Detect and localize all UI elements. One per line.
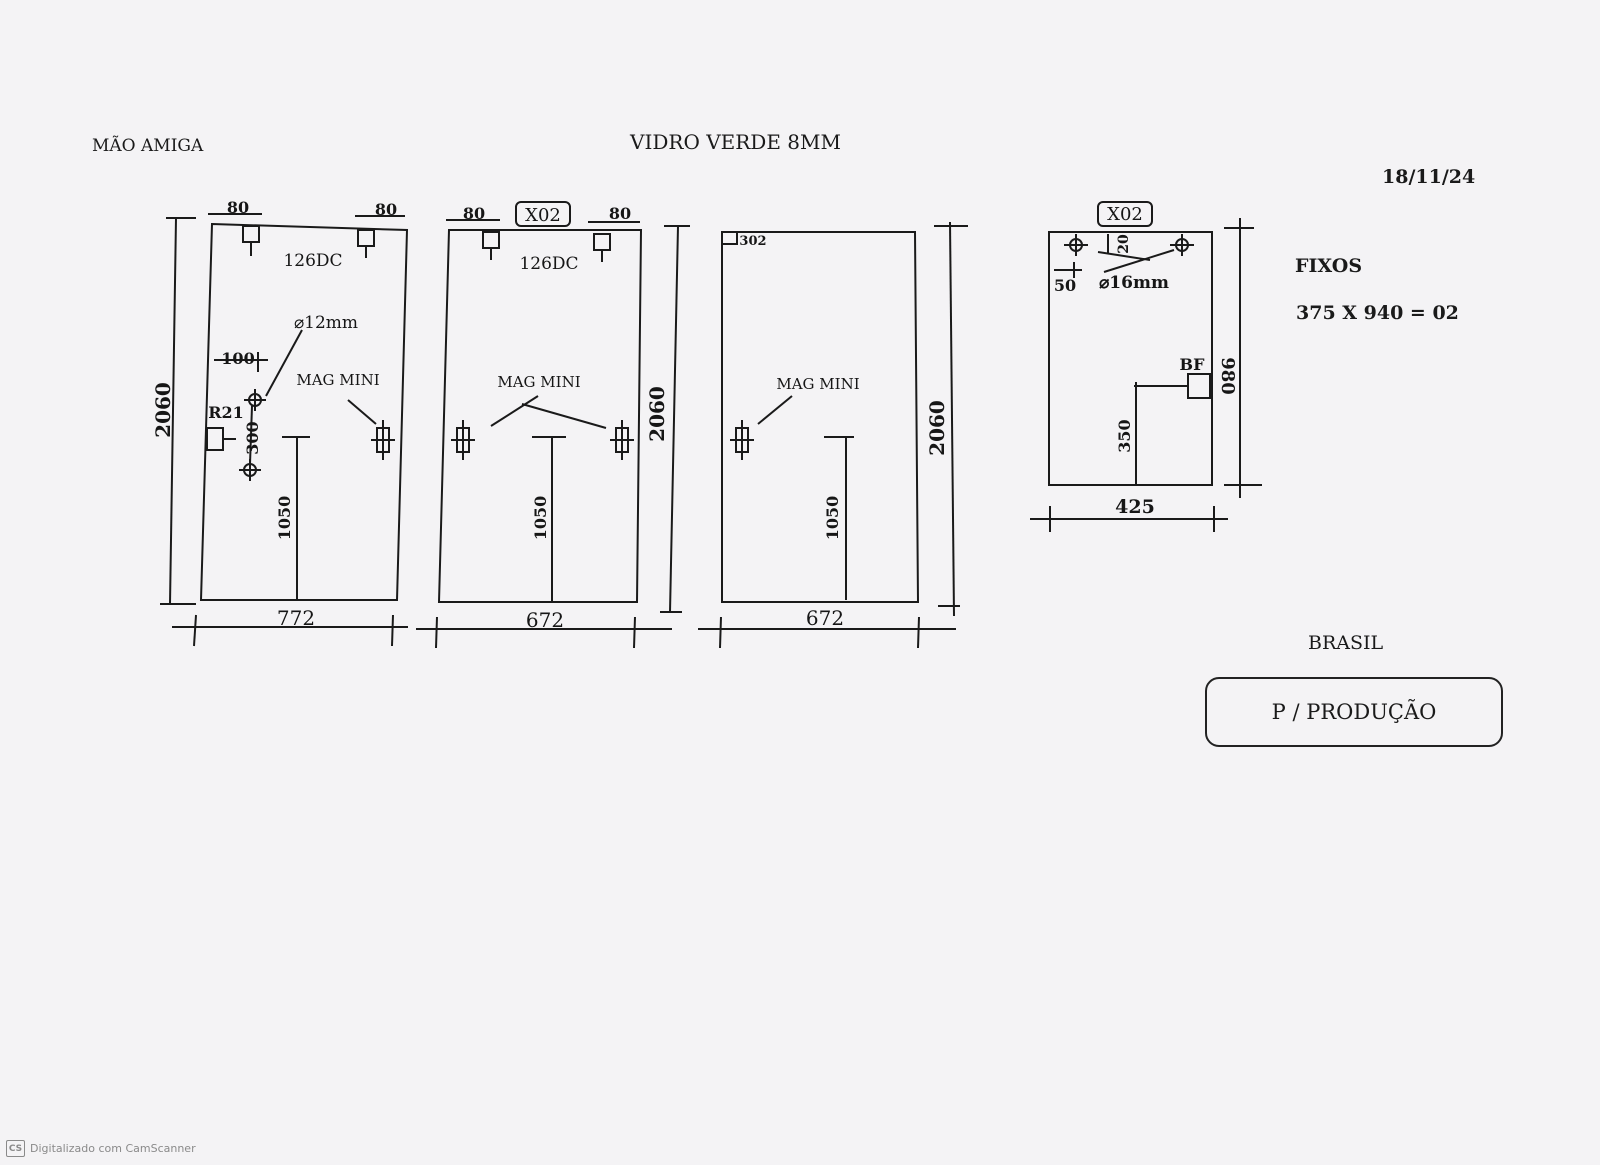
panel-1-hole-label: ⌀12mm [294,313,358,333]
panel-2-handle-height: 1050 [531,496,550,541]
drawing-date: 18/11/24 [1382,166,1476,188]
panel-3-handle-height: 1050 [823,496,842,541]
panel-2-handle-label: MAG MINI [497,373,580,391]
panel-4-fitting-height: 350 [1115,419,1134,452]
fixed-panels-title: FIXOS [1295,255,1363,277]
panel-1-hole-spacing: 300 [243,421,262,454]
panel-2-top-left-offset: 80 [463,204,485,223]
client-name: MÃO AMIGA [92,136,204,156]
panel-1-height-label: 2060 [151,382,175,438]
panel-1-width-label: 772 [277,606,315,630]
panel-3-height-label: 2060 [925,400,949,456]
panel-1-cutout-label: R21 [208,403,244,422]
panel-1-handle-height: 1050 [275,496,294,541]
production-status-box: P / PRODUÇÃO [1205,677,1503,747]
panel-3-width-label: 672 [806,606,844,630]
scanner-text: Digitalizado com CamScanner [30,1142,196,1155]
panel-2-width-label: 672 [526,608,564,632]
panel-1-top-left-offset: 80 [227,198,249,217]
panel-4-hole-label: ⌀16mm [1099,273,1169,293]
panel-1-lines [160,213,409,647]
panel-2-top-right-offset: 80 [609,204,631,223]
panel-4-width-label: 425 [1115,496,1155,518]
panel-1-hinge-label: 126DC [283,251,342,271]
panel-4-top-offset: 20 [1116,234,1132,254]
scanner-watermark: CS Digitalizado com CamScanner [6,1140,196,1157]
panel-4-lines [1030,201,1262,532]
panel-2-lines [416,201,690,649]
panel-4-quantity: X02 [1107,204,1143,225]
panel-2-outline [437,229,643,603]
camscanner-logo-icon: CS [6,1140,25,1157]
fixed-panels-spec: 375 X 940 = 02 [1296,302,1459,324]
panel-3-lines [698,221,968,649]
panel-3-handle-label: MAG MINI [776,375,859,393]
panel-4-height-label: 980 [1217,357,1238,395]
panel-4-fitting-label: BF [1180,355,1206,374]
panel-4-side-offset: 50 [1054,276,1076,295]
glass-material-title: VIDRO VERDE 8MM [630,130,841,154]
panel-2-hinge-label: 126DC [519,254,578,274]
panel-1-edge-offset: 100 [221,349,254,368]
panel-4-outline [1048,231,1213,486]
panel-1-handle-label: MAG MINI [296,371,379,389]
panel-3-outline [721,231,920,603]
panel-1-top-right-offset: 80 [375,200,397,219]
panel-1-outline [199,222,409,601]
panel-2-quantity: X02 [525,205,561,226]
panel-3-corner-label: 302 [739,234,766,249]
country-label: BRASIL [1308,632,1384,654]
panel-2-height-label: 2060 [645,386,669,442]
